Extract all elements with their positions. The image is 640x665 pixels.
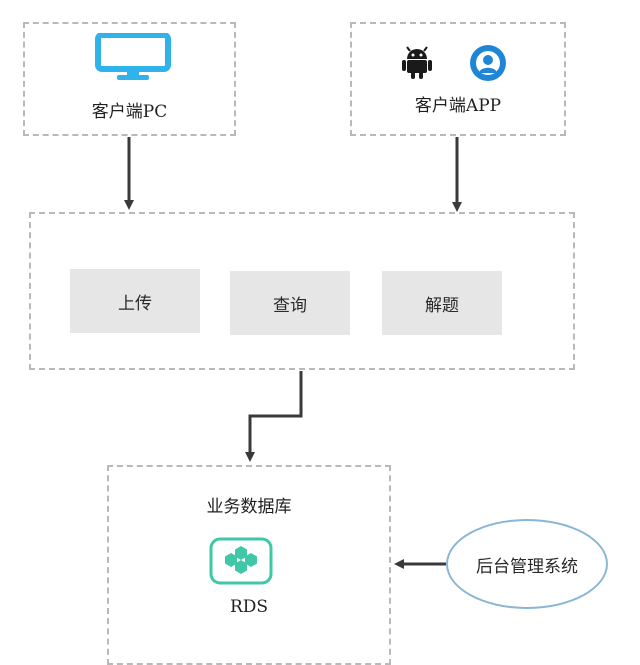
client-app-label: 客户端APP [414, 96, 502, 116]
database-box: 业务数据库 RDS [107, 465, 391, 665]
client-pc-box: 客户端PC [23, 22, 236, 136]
database-product: RDS [229, 597, 269, 617]
user-icon [469, 44, 507, 82]
connectors [124, 137, 462, 569]
service-query: 查询 [230, 271, 350, 335]
service-solve: 解题 [382, 271, 502, 335]
rds-icon [209, 537, 273, 585]
admin-system: 后台管理系统 [446, 519, 608, 609]
client-app-box: 客户端APP [350, 22, 566, 136]
services-container: 上传 查询 解题 [29, 212, 575, 370]
database-title: 业务数据库 [206, 497, 292, 517]
client-pc-label: 客户端PC [91, 102, 168, 122]
service-upload: 上传 [70, 269, 200, 333]
architecture-diagram: 客户端PC 客户端APP [23, 22, 608, 665]
android-icon [401, 46, 433, 80]
monitor-icon [93, 32, 173, 81]
arrow-services-to-database [245, 371, 303, 462]
